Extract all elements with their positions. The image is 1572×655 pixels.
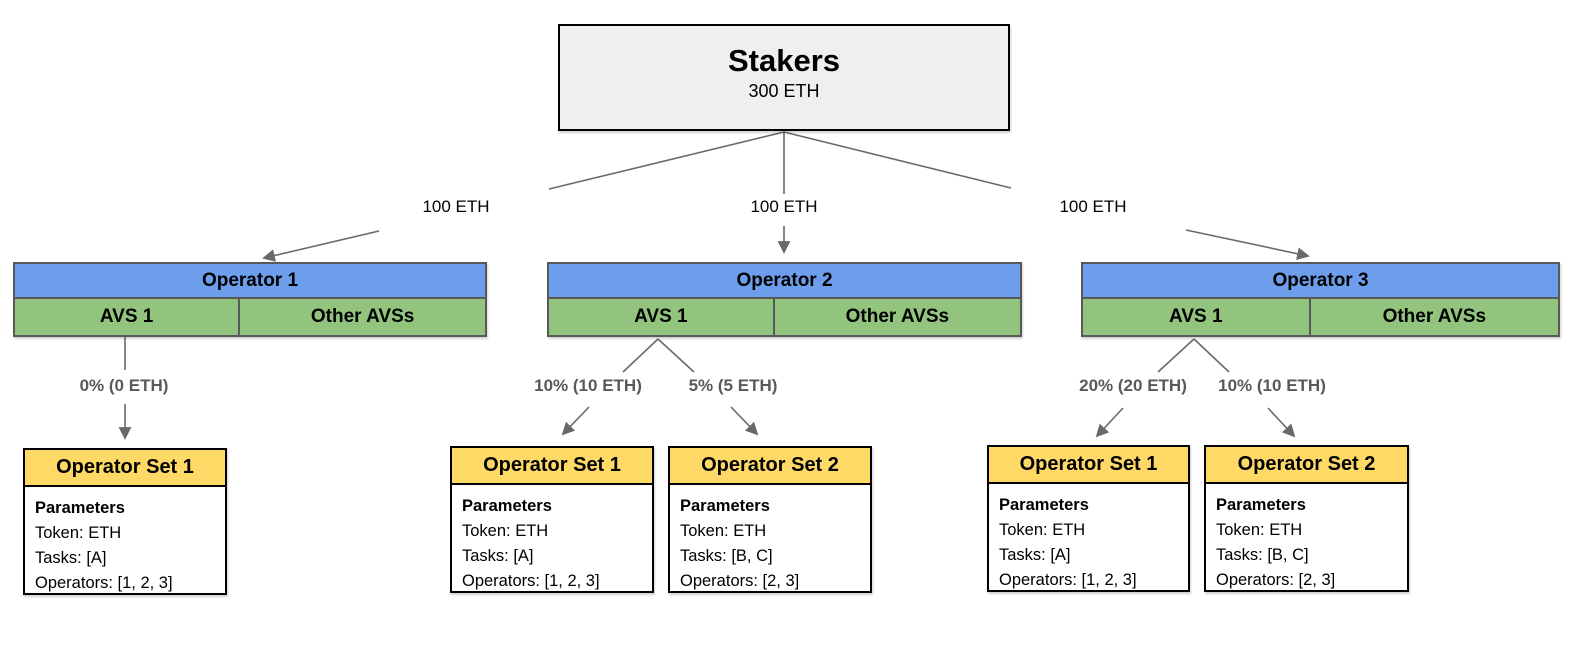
operator-3-avs1-cell: AVS 1: [1083, 299, 1309, 335]
operator-2-title: Operator 2: [549, 264, 1020, 299]
param-token: Token: ETH: [999, 521, 1086, 539]
allocation-label-op2-set1: 10% (10 ETH): [532, 376, 644, 396]
allocation-label-op2-set2: 5% (5 ETH): [686, 376, 780, 396]
operator-3-title: Operator 3: [1083, 264, 1558, 299]
operator2-set2-card: Operator Set 2 Parameters Token: ETH Tas…: [668, 446, 872, 593]
param-operators: Operators: [1, 2, 3]: [462, 572, 600, 590]
parameters-heading: Parameters: [1216, 496, 1306, 514]
operator2-set2-title: Operator Set 2: [670, 448, 870, 485]
operator3-set2-title: Operator Set 2: [1206, 447, 1407, 484]
operator-1-node: Operator 1 AVS 1 Other AVSs: [13, 262, 487, 337]
operator3-set1-card: Operator Set 1 Parameters Token: ETH Tas…: [987, 445, 1190, 592]
operator-1-avs1-cell: AVS 1: [15, 299, 239, 335]
param-tasks: Tasks: [A]: [35, 549, 107, 567]
stake-label-operator-2: 100 ETH: [747, 197, 821, 217]
param-token: Token: ETH: [462, 522, 549, 540]
stakers-title: Stakers: [727, 43, 841, 78]
parameters-heading: Parameters: [35, 499, 125, 517]
parameters-heading: Parameters: [462, 497, 552, 515]
param-tasks: Tasks: [A]: [462, 547, 534, 565]
param-token: Token: ETH: [35, 524, 122, 542]
stake-label-operator-3: 100 ETH: [1056, 197, 1130, 217]
operator-1-other-avs-cell: Other AVSs: [238, 299, 485, 335]
operator-2-avs1-cell: AVS 1: [549, 299, 773, 335]
param-token: Token: ETH: [680, 522, 767, 540]
param-tasks: Tasks: [B, C]: [1216, 546, 1309, 564]
operator2-set1-title: Operator Set 1: [452, 448, 652, 485]
edge-stakers-to-operator-1: [262, 131, 785, 262]
edge-stakers-to-operator-3: [783, 131, 1310, 260]
allocation-label-op3-set1: 20% (20 ETH): [1077, 376, 1189, 396]
operator2-set1-card: Operator Set 1 Parameters Token: ETH Tas…: [450, 446, 654, 593]
stakers-amount: 300 ETH: [748, 81, 820, 101]
operator1-set1-card: Operator Set 1 Parameters Token: ETH Tas…: [23, 448, 227, 595]
allocation-label-op1-set1: 0% (0 ETH): [77, 376, 171, 396]
param-token: Token: ETH: [1216, 521, 1303, 539]
param-operators: Operators: [2, 3]: [680, 572, 800, 590]
operator3-set1-title: Operator Set 1: [989, 447, 1188, 484]
operator-2-node: Operator 2 AVS 1 Other AVSs: [547, 262, 1022, 337]
operator-3-other-avs-cell: Other AVSs: [1308, 299, 1558, 335]
param-operators: Operators: [1, 2, 3]: [35, 574, 173, 592]
parameters-heading: Parameters: [680, 497, 770, 515]
operator-3-node: Operator 3 AVS 1 Other AVSs: [1081, 262, 1560, 337]
param-tasks: Tasks: [B, C]: [680, 547, 773, 565]
operator3-set2-card: Operator Set 2 Parameters Token: ETH Tas…: [1204, 445, 1409, 592]
stakers-node: Stakers 300 ETH: [558, 24, 1010, 131]
operator-2-other-avs-cell: Other AVSs: [772, 299, 1020, 335]
param-operators: Operators: [2, 3]: [1216, 571, 1336, 589]
operator1-set1-title: Operator Set 1: [25, 450, 225, 487]
param-tasks: Tasks: [A]: [999, 546, 1071, 564]
operator-1-title: Operator 1: [15, 264, 485, 299]
parameters-heading: Parameters: [999, 496, 1089, 514]
stake-label-operator-1: 100 ETH: [419, 197, 493, 217]
allocation-label-op3-set2: 10% (10 ETH): [1216, 376, 1328, 396]
param-operators: Operators: [1, 2, 3]: [999, 571, 1137, 589]
